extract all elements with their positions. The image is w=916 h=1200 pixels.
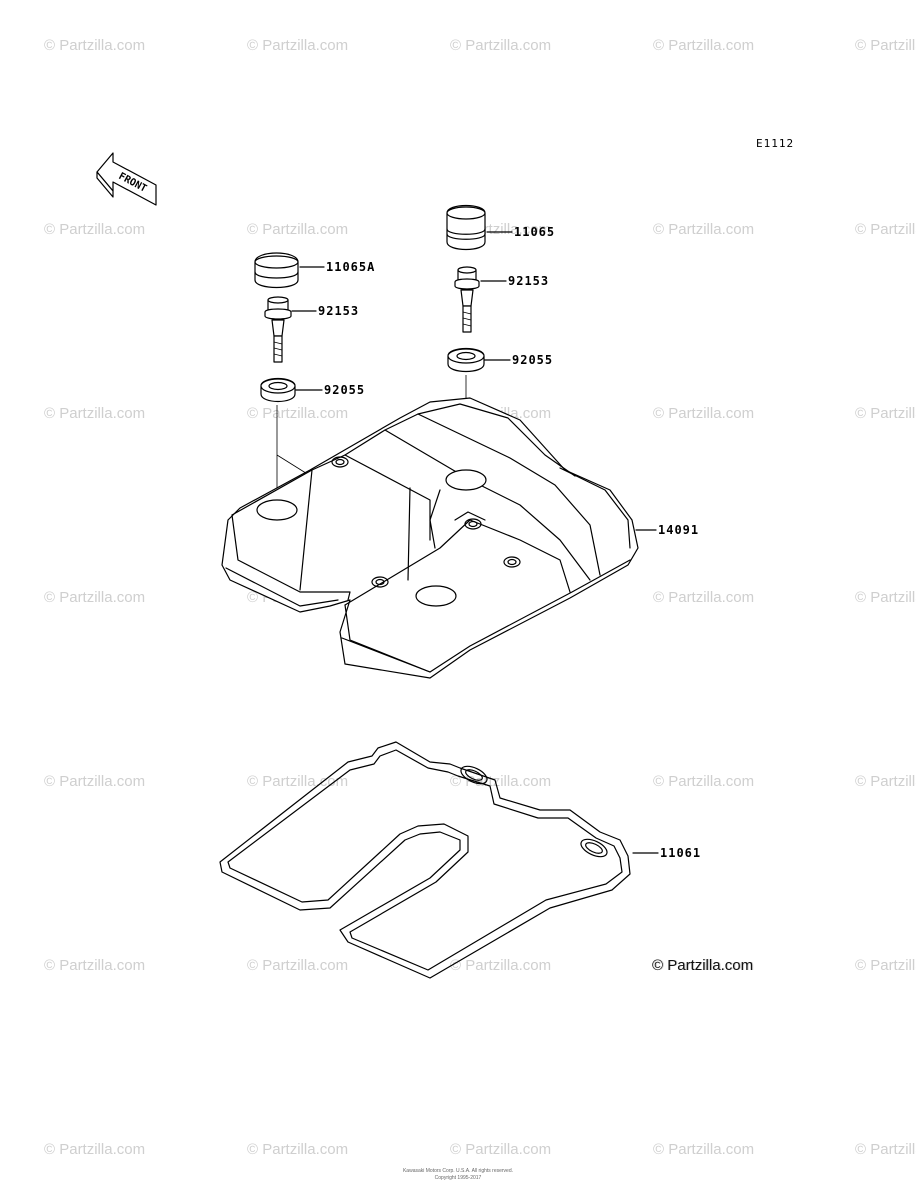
watermark-text: © Partzilla.com bbox=[247, 221, 349, 238]
watermark-text: © Partzilla.com bbox=[44, 405, 146, 422]
watermark-text: © Partzilla.com bbox=[653, 1141, 755, 1158]
callout-bolt-left: 92153 bbox=[318, 304, 360, 318]
watermark-text: © Partzilla.com bbox=[44, 957, 146, 974]
bolt-right-part bbox=[454, 266, 480, 333]
watermark-text: © Partzilla.com bbox=[855, 1141, 916, 1158]
watermark-text: © Partzilla.com bbox=[247, 957, 349, 974]
watermark-text: © Partzilla.com bbox=[247, 1141, 349, 1158]
bolt-left-part bbox=[264, 296, 292, 363]
watermark-text: © Partzilla.com bbox=[855, 773, 916, 790]
watermark-text: © Partzilla.com bbox=[247, 773, 349, 790]
gasket-part bbox=[219, 741, 631, 979]
watermark-text: © Partzilla.com bbox=[44, 37, 146, 54]
washer-right-part bbox=[447, 347, 485, 373]
watermark-text: © Partzilla.com bbox=[247, 405, 349, 422]
cylinder-head-cover-part bbox=[221, 397, 639, 679]
watermark-text: © Partzilla.com bbox=[653, 405, 755, 422]
callout-cap-left: 11065A bbox=[326, 260, 376, 274]
watermark-text: © Partzilla.com bbox=[44, 589, 146, 606]
watermark-text: © Partzilla.com bbox=[855, 405, 916, 422]
callout-washer-left: 92055 bbox=[324, 383, 366, 397]
watermark-text: © Partzilla.com bbox=[44, 221, 146, 238]
watermark-text: © Partzilla.com bbox=[653, 957, 755, 974]
callout-washer-right: 92055 bbox=[512, 353, 554, 367]
watermark-text: © Partzilla.com bbox=[44, 773, 146, 790]
watermark-text: © Partzilla.com bbox=[44, 1141, 146, 1158]
watermark-text: © Partzilla.com bbox=[450, 1141, 552, 1158]
copyright-line-2: Copyright 1995-2017 bbox=[434, 1175, 482, 1181]
callout-gasket: 11061 bbox=[660, 846, 702, 860]
watermark-text: © Partzilla.com bbox=[653, 589, 755, 606]
watermark-text: © Partzilla.com bbox=[855, 221, 916, 238]
brand-mark: © Partzilla.com bbox=[652, 957, 754, 974]
leader-lines bbox=[291, 231, 659, 854]
watermark-text: © Partzilla.com bbox=[855, 589, 916, 606]
watermark-text: © Partzilla.com bbox=[450, 773, 552, 790]
callout-cap-right: 11065 bbox=[514, 225, 556, 239]
washer-left-part bbox=[260, 377, 296, 403]
watermark-text: © Partzilla.com bbox=[653, 773, 755, 790]
callout-cylinder-head-cover: 14091 bbox=[658, 523, 700, 537]
callout-bolt-right: 92153 bbox=[508, 274, 550, 288]
cap-left-part bbox=[254, 252, 299, 289]
watermark-text: © Partzilla.com bbox=[653, 37, 755, 54]
cap-right-part bbox=[446, 204, 486, 251]
watermark-text: © Partzilla.com bbox=[855, 37, 916, 54]
watermark-text: © Partzilla.com bbox=[855, 957, 916, 974]
watermark-text: © Partzilla.com bbox=[450, 37, 552, 54]
watermark-text: © Partzilla.com bbox=[450, 957, 552, 974]
front-arrow-icon: FRONT bbox=[96, 152, 157, 206]
watermark-text: © Partzilla.com bbox=[247, 37, 349, 54]
watermark-text: © Partzilla.com bbox=[653, 221, 755, 238]
diagram-code: E1112 bbox=[756, 137, 795, 150]
copyright-line-1: Kawasaki Motors Corp. U.S.A. All rights … bbox=[402, 1168, 514, 1174]
